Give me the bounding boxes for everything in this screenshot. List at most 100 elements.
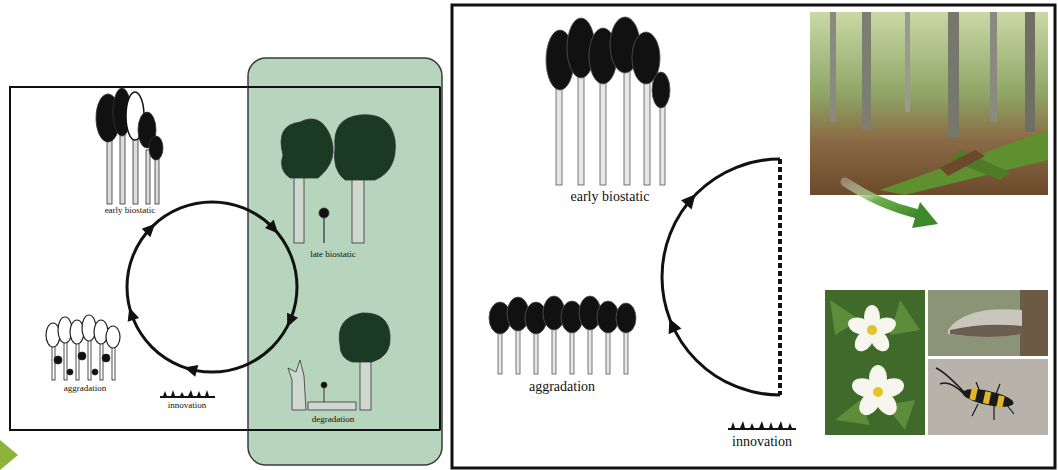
tree-stand — [652, 72, 670, 108]
fungus-photo — [928, 290, 1048, 356]
transition-arrow — [912, 202, 938, 228]
tree-stand — [644, 70, 650, 185]
tree-stand — [546, 17, 670, 185]
seedling-row — [728, 428, 796, 430]
fungus-photo — [928, 290, 1048, 356]
deadwood-photo — [940, 150, 985, 176]
stage-label: aggradation — [64, 384, 106, 394]
beetle-photo — [928, 359, 1048, 435]
cycle-arrow — [183, 362, 199, 377]
seedling-row — [160, 390, 215, 398]
cycle-arrow — [778, 159, 782, 395]
seedling-row — [728, 421, 796, 430]
cycle-arrow — [663, 316, 681, 334]
beetle-photo — [936, 368, 964, 394]
anemone-photo — [825, 290, 925, 435]
cycle-arrow — [127, 202, 297, 372]
seedling-row — [163, 390, 209, 396]
stage-label: innovation — [732, 434, 792, 449]
left-panel — [439, 87, 441, 430]
tree-stand — [102, 354, 110, 362]
tree-stand — [133, 138, 138, 204]
stage-label: early biostatic — [571, 189, 650, 204]
left-panel — [248, 86, 440, 88]
tree-stand — [616, 303, 636, 333]
tree-stand — [67, 369, 73, 375]
tree-stand — [288, 360, 306, 410]
tree-stand — [489, 296, 636, 374]
tree-stand — [624, 58, 630, 185]
cycle-arrow — [265, 220, 283, 238]
tree-stand — [321, 382, 327, 388]
cycle-arrow — [681, 190, 701, 210]
deadwood-photo — [905, 12, 910, 112]
deadwood-photo — [810, 12, 1048, 195]
tree-stand — [155, 158, 159, 204]
tree-stand — [92, 369, 98, 375]
tree-stand — [96, 88, 163, 204]
tree-stand — [319, 208, 329, 218]
anemone-photo — [830, 300, 920, 430]
anemone-photo — [846, 305, 898, 355]
seedling-row — [160, 396, 215, 398]
deadwood-photo — [862, 12, 871, 130]
fungus-photo — [948, 309, 1022, 337]
cycle-arrow — [662, 159, 780, 395]
cycle-arrow — [124, 202, 298, 377]
anemone-photo — [867, 325, 877, 335]
cycle-arrow — [142, 220, 160, 238]
tree-stand — [54, 356, 62, 364]
fungus-photo — [1020, 290, 1048, 356]
highlight-band — [248, 58, 442, 465]
tree-stand — [146, 150, 150, 204]
deadwood-photo — [1025, 12, 1035, 132]
stage-label: late biostatic — [310, 250, 356, 260]
left-panel — [248, 429, 440, 431]
beetle-photo — [983, 391, 991, 404]
beetle-photo — [969, 387, 977, 400]
anemone-photo — [825, 290, 925, 435]
tree-stand — [288, 313, 390, 410]
stage-label: aggradation — [529, 379, 595, 394]
cycle-arrow — [282, 313, 298, 330]
stage-label: degradation — [312, 415, 354, 425]
beetle-photo — [961, 386, 1015, 411]
corner-mark — [0, 440, 18, 470]
tree-stand — [660, 95, 665, 185]
deadwood-photo — [948, 12, 959, 137]
tree-stand — [578, 60, 584, 185]
cycle-arrow — [124, 306, 139, 322]
anemone-photo — [873, 387, 883, 397]
beetle-photo — [972, 382, 1014, 420]
deadwood-photo — [990, 12, 997, 122]
tree-stand — [308, 402, 356, 410]
transition-arrow — [845, 182, 938, 228]
tree-stand — [78, 352, 86, 360]
tree-stand — [149, 136, 163, 160]
beetle-photo — [928, 359, 1048, 435]
anemone-photo — [850, 375, 880, 400]
tree-stand — [281, 119, 333, 178]
anemone-photo — [850, 365, 907, 419]
tree-stand — [324, 218, 325, 243]
deadwood-photo — [830, 12, 836, 122]
tree-stand — [339, 313, 390, 362]
tree-stand — [106, 326, 120, 348]
right-panel — [452, 5, 1055, 468]
tree-stand — [334, 115, 395, 180]
seedling-row — [731, 421, 792, 428]
tree-stand — [46, 315, 120, 380]
stage-label: early biostatic — [105, 206, 156, 216]
deadwood-photo — [880, 130, 1048, 195]
stage-label: innovation — [168, 401, 207, 411]
deadwood-photo — [810, 12, 1048, 195]
beetle-photo — [996, 395, 1004, 408]
tree-stand — [294, 175, 304, 243]
fungus-photo — [950, 325, 1022, 337]
transition-arrow — [845, 182, 918, 214]
tree-stand — [120, 132, 125, 204]
tree-stand — [281, 115, 395, 243]
